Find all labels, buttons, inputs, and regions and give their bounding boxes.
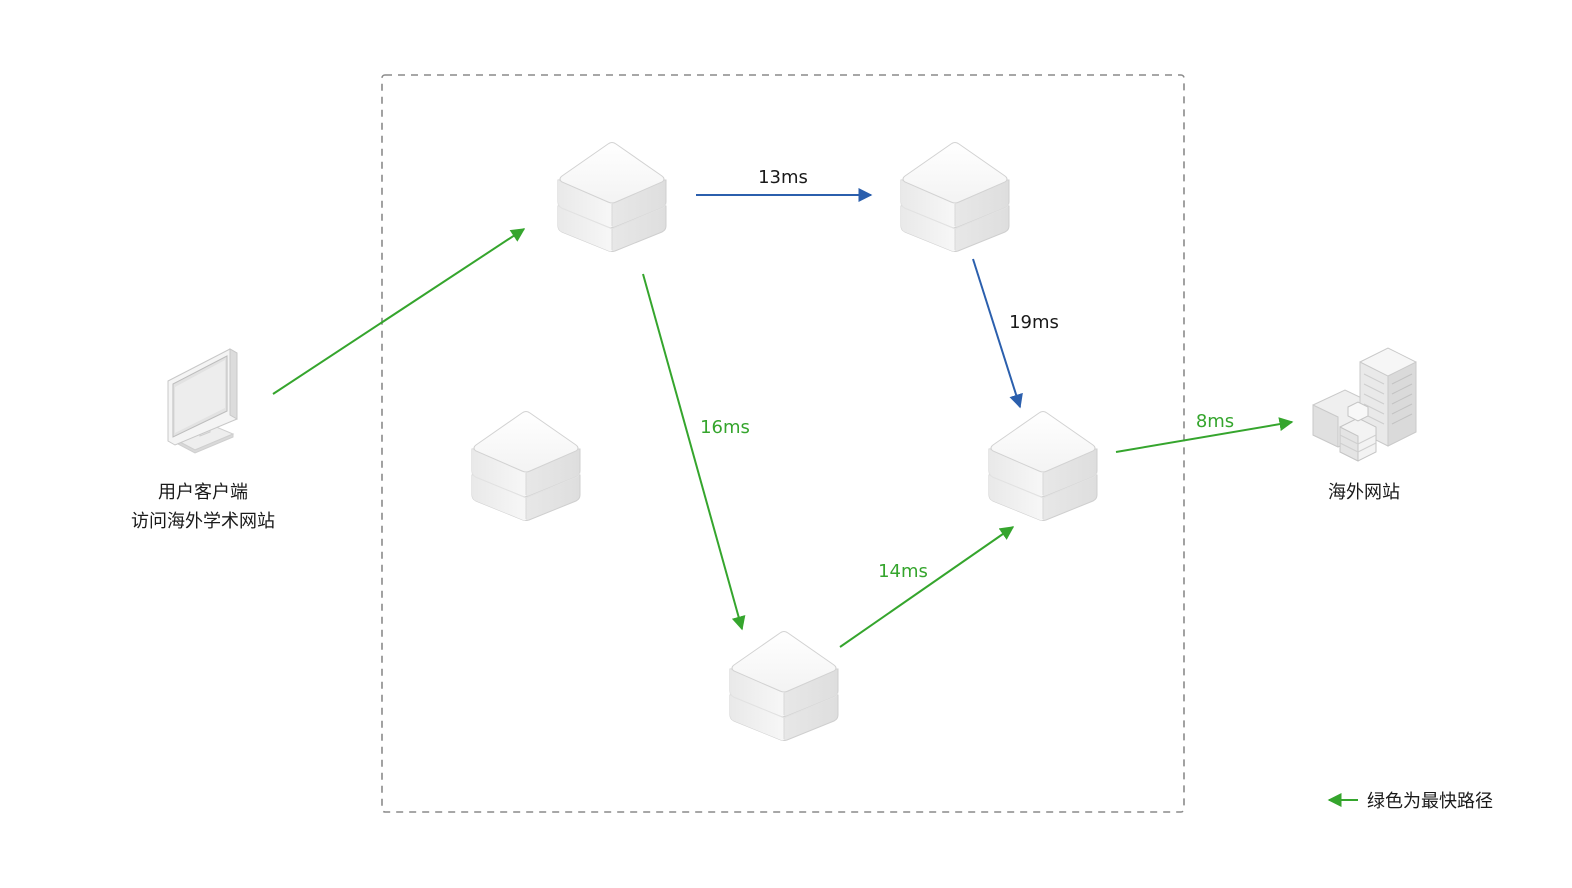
node-cube-icon bbox=[729, 631, 839, 741]
link-label-14ms: 14ms bbox=[878, 561, 928, 582]
node-cube-icon bbox=[988, 411, 1098, 521]
link-client-to-top-left bbox=[272, 228, 526, 395]
node-cube-icon bbox=[471, 411, 581, 521]
link-label-16ms: 16ms bbox=[700, 417, 750, 438]
monitor-icon bbox=[167, 348, 238, 454]
link-top-left-to-bottom bbox=[642, 273, 746, 631]
link-middle-right-to-website bbox=[1115, 417, 1294, 453]
node-cube-icon bbox=[557, 142, 667, 252]
link-label-19ms: 19ms bbox=[1009, 312, 1059, 333]
server-building-icon bbox=[1312, 347, 1417, 462]
link-top-right-to-middle-right bbox=[972, 258, 1023, 409]
links bbox=[272, 188, 1294, 648]
node-cube-icon bbox=[900, 142, 1010, 252]
link-bottom-to-middle-right bbox=[839, 526, 1015, 648]
link-label-8ms: 8ms bbox=[1196, 411, 1234, 432]
website-label: 海外网站 bbox=[1328, 482, 1400, 503]
legend: 绿色为最快路径 bbox=[1327, 791, 1493, 812]
client-label-line2: 访问海外学术网站 bbox=[131, 511, 275, 532]
link-label-13ms: 13ms bbox=[758, 167, 808, 188]
legend-text: 绿色为最快路径 bbox=[1367, 791, 1493, 812]
client-label-line1: 用户客户端 bbox=[158, 482, 248, 503]
